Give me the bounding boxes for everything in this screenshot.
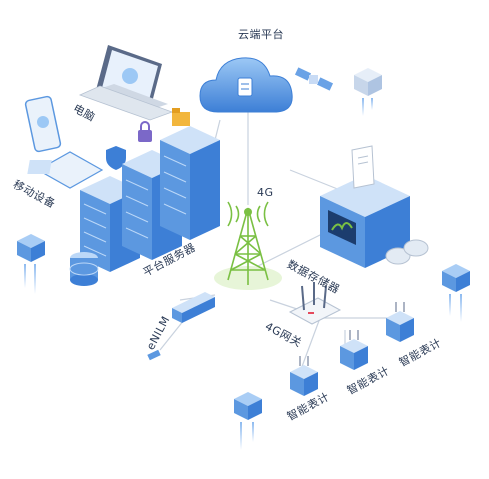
smart-meter-icon-mid	[340, 330, 368, 370]
database-icon	[69, 252, 99, 286]
cloud-platform-label: 云端平台	[238, 28, 284, 41]
smart-meter-icon-right	[386, 302, 414, 342]
cube-icon-top-right	[354, 68, 382, 116]
cloud-icon	[199, 57, 293, 113]
laptop-icon	[78, 45, 174, 121]
enilm-device-icon	[147, 292, 215, 361]
cube-icon-right	[442, 264, 470, 322]
server-rack-icon	[80, 126, 220, 272]
folder-icon	[172, 108, 190, 126]
gateway-router-icon	[288, 282, 342, 325]
phone-icon	[24, 95, 62, 153]
cube-icon-bottom	[234, 392, 262, 450]
satellite-icon	[294, 67, 334, 91]
signal-tower-icon	[214, 201, 282, 290]
data-storage-icon	[320, 145, 429, 268]
smart-meter-icon-left	[290, 356, 318, 396]
cube-icon-left	[17, 234, 45, 294]
lock-icon	[138, 121, 152, 142]
tower-4g-label: 4G	[257, 186, 274, 199]
shield-icon	[106, 146, 126, 170]
tablet-icon	[27, 151, 104, 189]
